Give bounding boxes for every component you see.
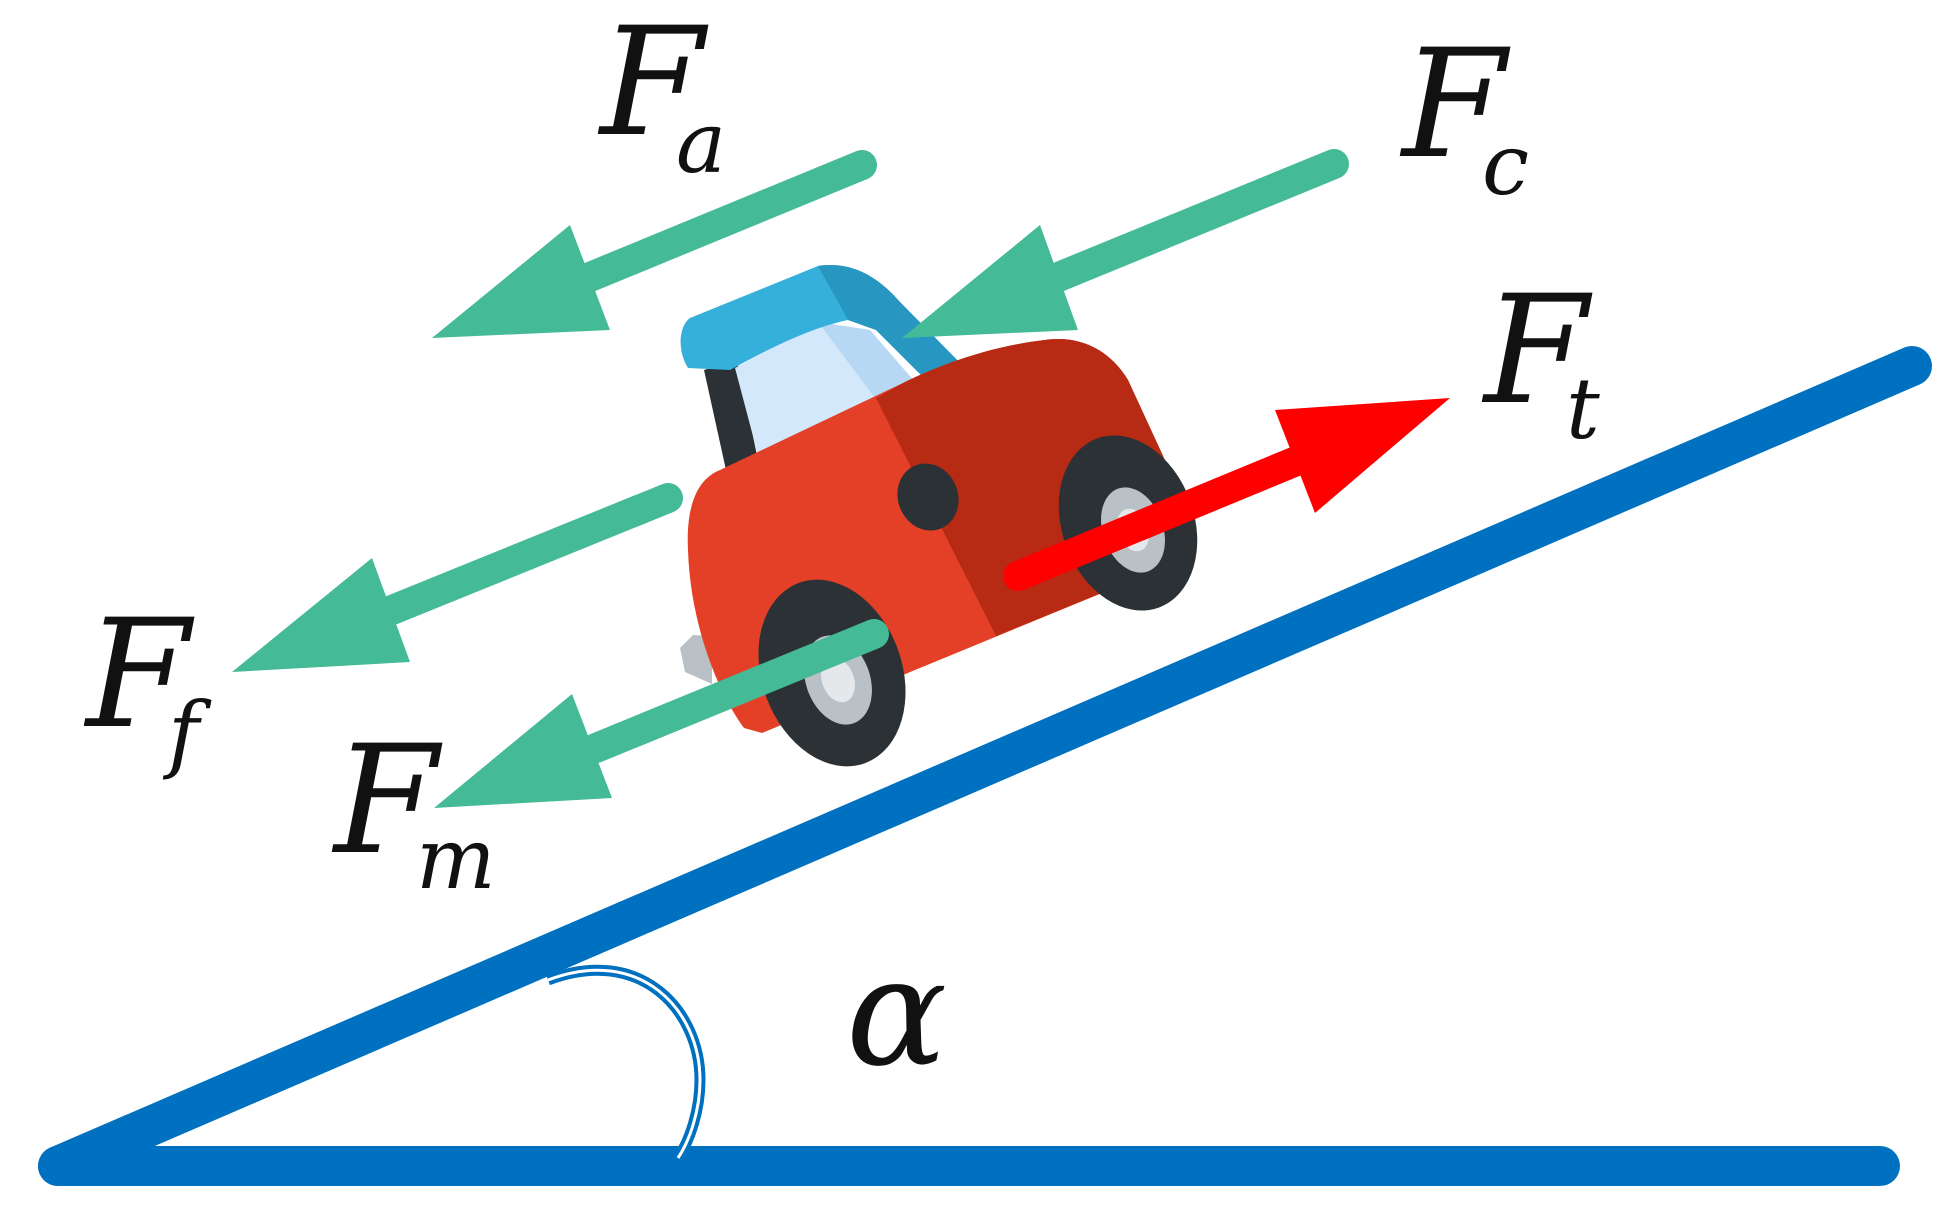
car-roof <box>680 265 965 384</box>
force-label-fa-subscript: a <box>676 94 726 192</box>
force-label-fc-symbol: F <box>1399 18 1511 192</box>
car-pillar <box>704 360 758 470</box>
car-rear-bumper <box>680 635 712 684</box>
force-label-fa-symbol: F <box>597 0 709 170</box>
angle-arc <box>546 964 706 1162</box>
force-arrow-fc <box>902 149 1349 338</box>
force-label-ff-symbol: F <box>83 588 195 762</box>
force-label-ff: F f <box>83 588 212 782</box>
force-arrow-fm <box>434 619 889 808</box>
force-label-ff-subscript: f <box>162 684 212 782</box>
force-arrow-ff <box>232 483 683 672</box>
force-label-fc: F c <box>1399 18 1529 214</box>
force-label-fm: F m <box>331 714 496 908</box>
incline-ramp <box>38 346 1932 1186</box>
angle-label: α <box>846 926 947 1100</box>
incline-slope-line <box>38 346 1932 1186</box>
car-door-handle <box>897 463 959 531</box>
force-label-fa: F a <box>597 0 726 192</box>
force-arrows <box>232 149 1450 808</box>
force-label-fc-subscript: c <box>1482 116 1529 214</box>
force-label-ft-symbol: F <box>1481 264 1593 438</box>
force-label-ft-subscript: t <box>1566 360 1600 458</box>
force-label-ft: F t <box>1481 264 1600 458</box>
force-label-fm-subscript: m <box>416 810 496 908</box>
force-arrow-ft <box>1003 398 1450 591</box>
force-label-fm-symbol: F <box>331 714 443 888</box>
force-arrow-fa <box>432 150 877 338</box>
